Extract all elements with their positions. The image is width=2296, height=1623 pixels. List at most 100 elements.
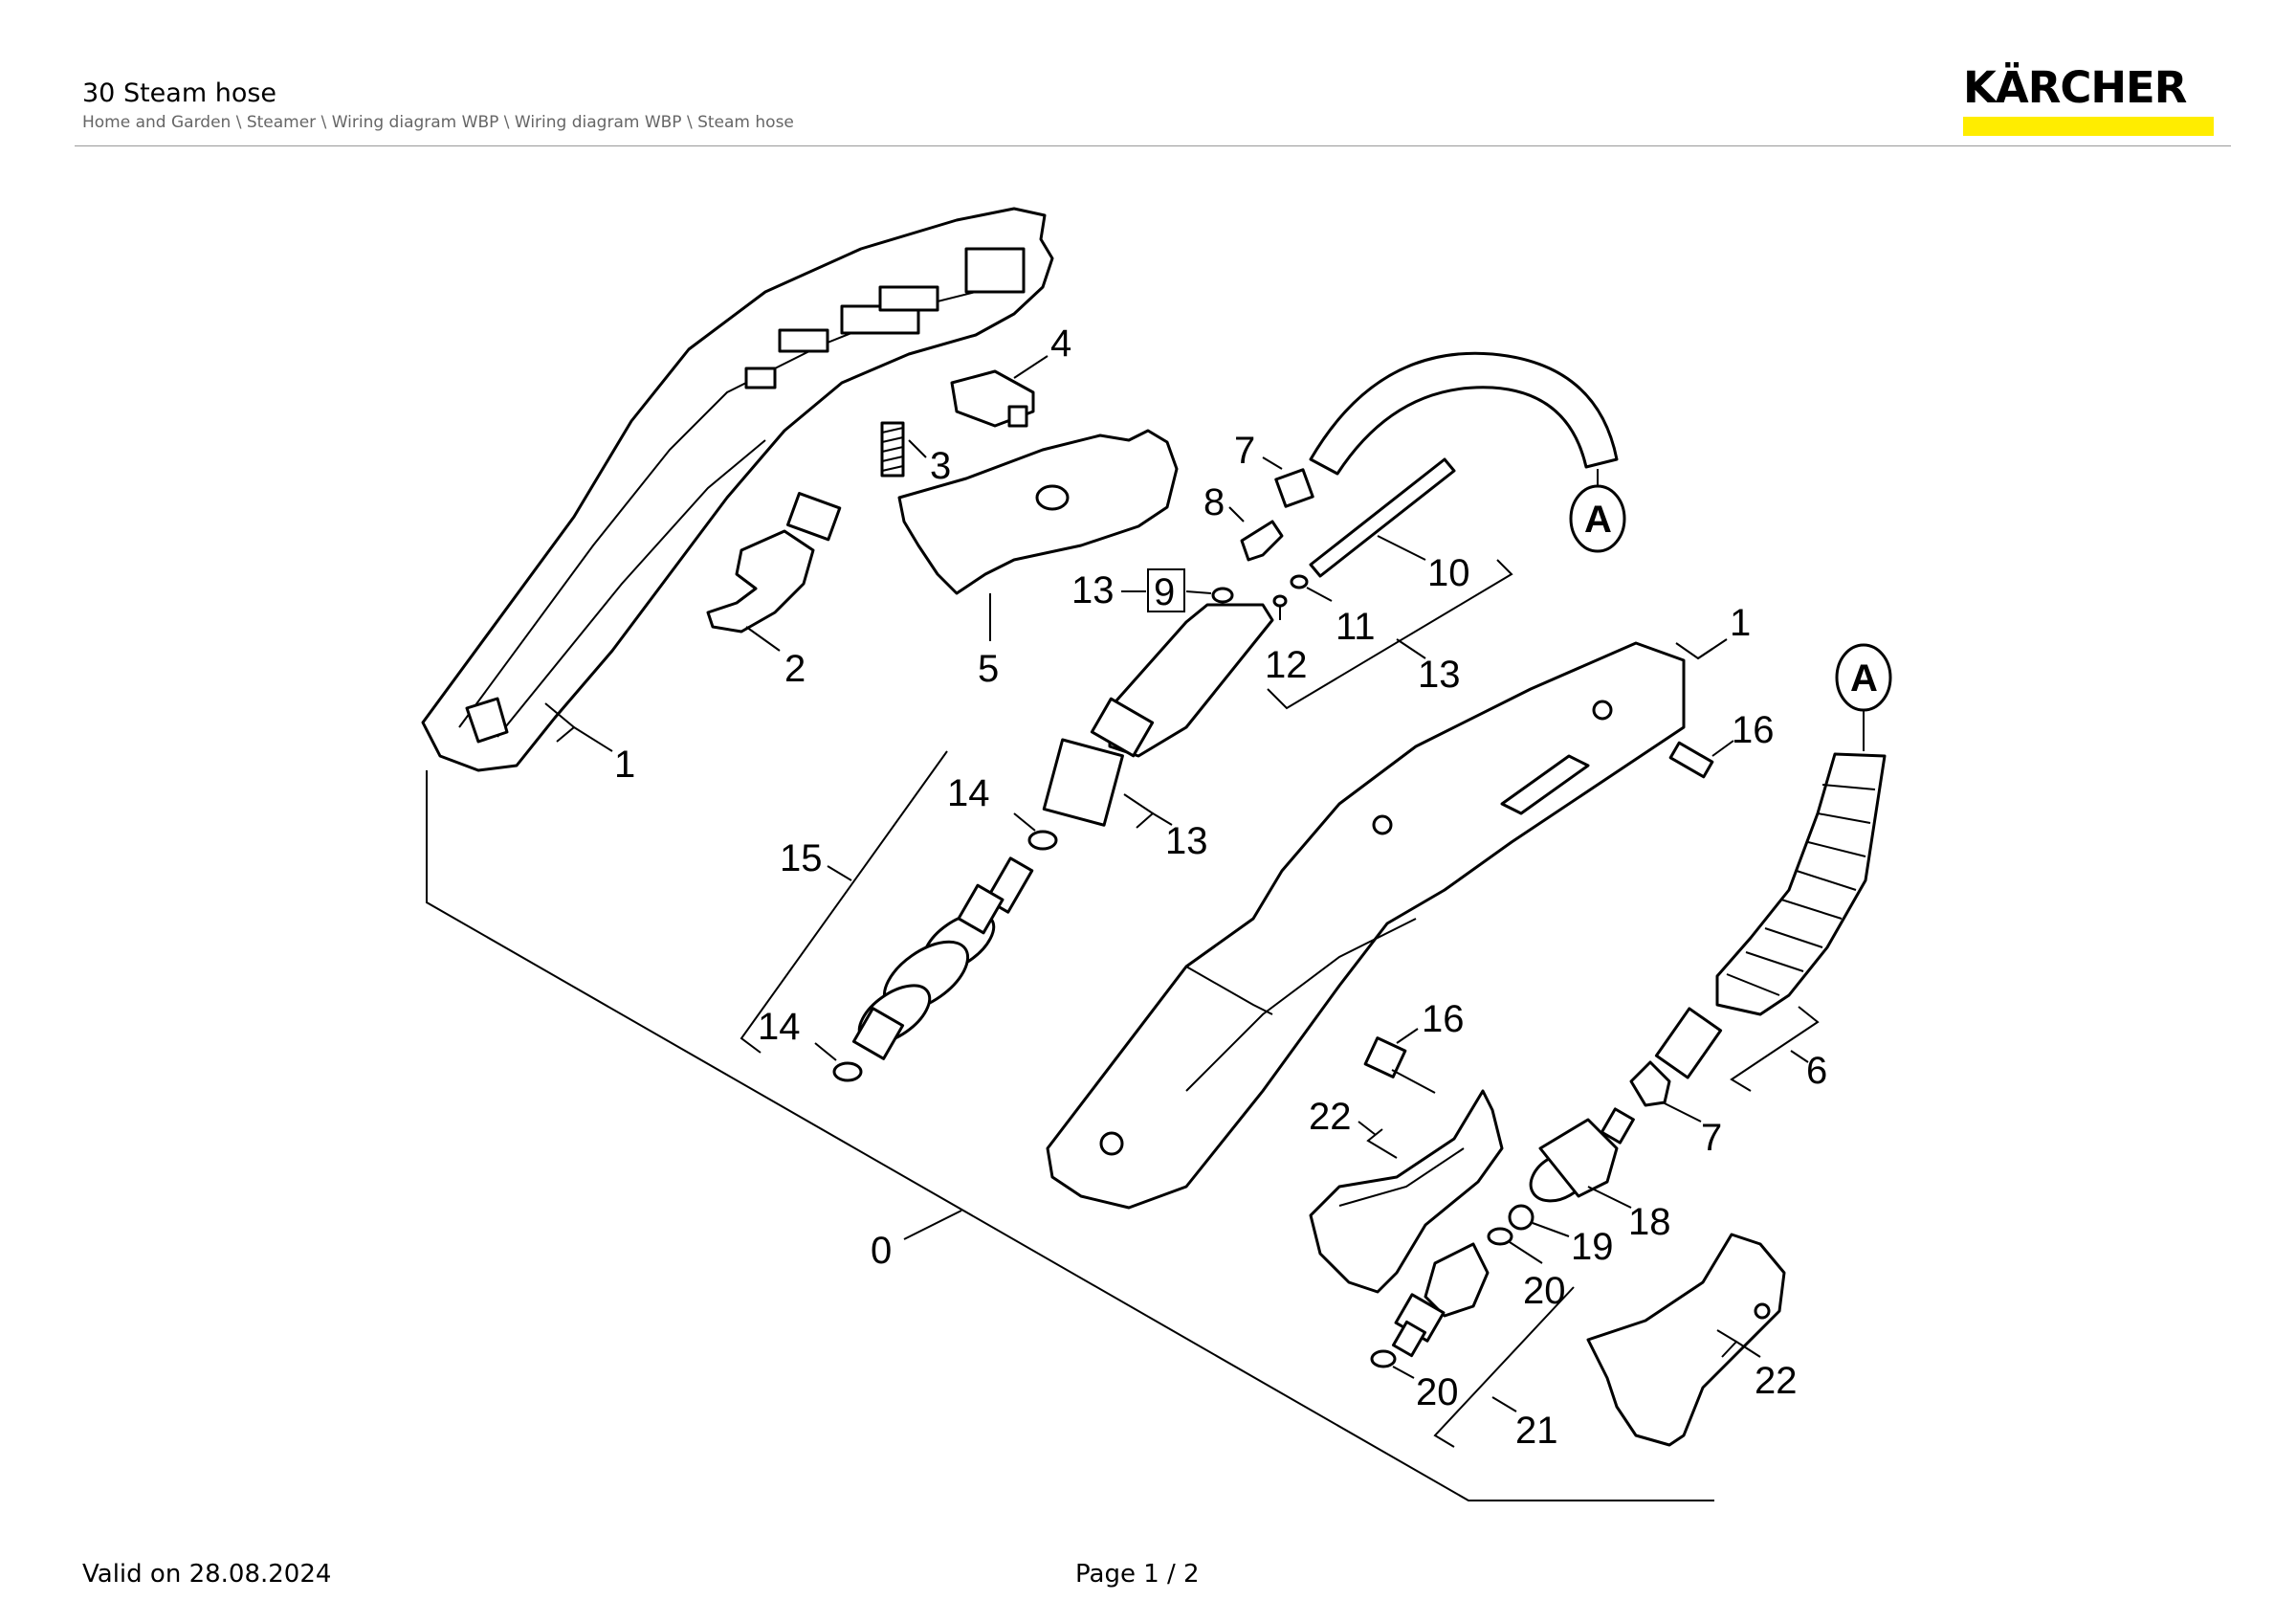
valve-housing-18 [1529, 1107, 1635, 1203]
leader-14a [1013, 812, 1036, 832]
steam-tube-10 [1309, 457, 1456, 578]
label-2: 2 [784, 648, 806, 690]
trigger-button [706, 529, 815, 634]
steam-hose-corrugated [1715, 752, 1887, 1016]
o-ring-20a [1487, 1227, 1513, 1246]
leader-21 [1491, 1396, 1517, 1412]
leader-20a [1509, 1241, 1543, 1264]
switch-holder-hole [1035, 484, 1070, 511]
assembly-bracket-0 [426, 770, 1714, 1501]
o-ring-12 [1272, 594, 1288, 608]
label-9: 9 [1154, 571, 1175, 613]
header-divider [75, 145, 2231, 146]
leader-19 [1532, 1222, 1570, 1237]
handle-shell-left [421, 207, 1054, 772]
leader-7a [1262, 456, 1283, 470]
handle-shell-right-rib [1185, 918, 1417, 1092]
handle-hole-right-1 [1592, 700, 1613, 721]
valid-date: Valid on 28.08.2024 [82, 1560, 332, 1589]
bracket-13c [1123, 793, 1155, 829]
o-ring-14b [832, 1061, 863, 1082]
bracket-15 [740, 750, 948, 1054]
label-20b: 20 [1416, 1371, 1459, 1413]
hose-sleeve-6 [1654, 1007, 1723, 1079]
handle-clip [878, 285, 939, 312]
bracket-22a [1366, 1128, 1398, 1159]
leader-16b [1396, 1028, 1419, 1044]
hose-connector-7b [1629, 1060, 1671, 1107]
leader-14b [814, 1042, 837, 1061]
leader-8 [1228, 506, 1245, 522]
spring-part [880, 421, 905, 478]
microswitch-terminal [1007, 405, 1028, 428]
label-7a: 7 [1234, 430, 1255, 472]
leader-22a [1358, 1121, 1377, 1136]
trigger-lever-22a [1309, 1089, 1504, 1294]
label-13c: 13 [1165, 820, 1208, 862]
leader-0 [903, 1210, 962, 1240]
o-ring-11 [1290, 574, 1309, 589]
label-16b: 16 [1422, 998, 1465, 1040]
handle-shell-right [1046, 641, 1686, 1210]
valve-tube [1108, 603, 1274, 758]
label-15: 15 [780, 837, 823, 879]
leader-7b [1662, 1101, 1702, 1123]
label-1a: 1 [614, 744, 635, 786]
label-12: 12 [1265, 644, 1308, 686]
label-13b: 13 [1418, 654, 1461, 696]
box-9 [1147, 568, 1185, 612]
trigger-lever-22b-pin [1754, 1302, 1771, 1320]
leader-1b [1697, 638, 1728, 659]
handle-shell-inner-rib-2 [497, 439, 766, 738]
screw-16a [1668, 741, 1714, 779]
label-5: 5 [978, 648, 999, 690]
o-ring-20b [1370, 1349, 1397, 1368]
label-6: 6 [1806, 1050, 1827, 1092]
label-11: 11 [1336, 606, 1376, 648]
leader-6 [1790, 1050, 1809, 1063]
handle-slot-right [1500, 754, 1590, 815]
trigger-lever-22a-rib [1338, 1147, 1465, 1207]
leader-22b [1735, 1341, 1761, 1358]
label-4: 4 [1050, 322, 1071, 365]
leader-16b-b [1391, 1069, 1436, 1094]
valve-body [1042, 738, 1124, 827]
label-21: 21 [1515, 1410, 1558, 1452]
leader-2 [745, 626, 781, 652]
leader-11 [1306, 587, 1333, 602]
kaercher-logo: KÄRCHER [1963, 65, 2214, 136]
steam-hose-upper [1309, 351, 1619, 476]
leader-20b [1392, 1366, 1415, 1379]
ref-label-a-upper: A [1584, 499, 1612, 541]
leader-3 [908, 439, 927, 458]
label-10: 10 [1427, 552, 1470, 594]
leader-4 [1013, 355, 1049, 379]
reference-marker-a-upper [1569, 484, 1626, 553]
handle-front-tab [465, 697, 509, 744]
leader-10 [1377, 535, 1426, 561]
label-3: 3 [930, 445, 951, 487]
handle-hole-right-3 [1099, 1131, 1124, 1156]
label-0: 0 [871, 1230, 892, 1272]
label-14a: 14 [947, 772, 990, 814]
handle-end-boss [964, 247, 1026, 294]
page-title: 30 Steam hose [82, 78, 277, 108]
label-22b: 22 [1755, 1360, 1798, 1402]
label-7b: 7 [1701, 1117, 1722, 1159]
bracket-21 [1433, 1286, 1575, 1448]
label-14b: 14 [758, 1006, 801, 1048]
valve-insert [851, 856, 1034, 1060]
leader-16a [1711, 740, 1734, 757]
logo-yellow-bar [1963, 117, 2214, 136]
handle-boss [744, 367, 777, 389]
handle-slot [778, 328, 829, 353]
valve-insert-21 [1391, 1242, 1490, 1358]
breadcrumb: Home and Garden \ Steamer \ Wiring diagr… [82, 113, 794, 132]
valve-ball-19 [1508, 1204, 1534, 1231]
leader-9 [1185, 590, 1212, 594]
hose-connector-7a [1274, 468, 1314, 508]
seal-9 [1211, 587, 1234, 604]
label-16a: 16 [1732, 709, 1775, 751]
label-22a: 22 [1309, 1096, 1352, 1138]
